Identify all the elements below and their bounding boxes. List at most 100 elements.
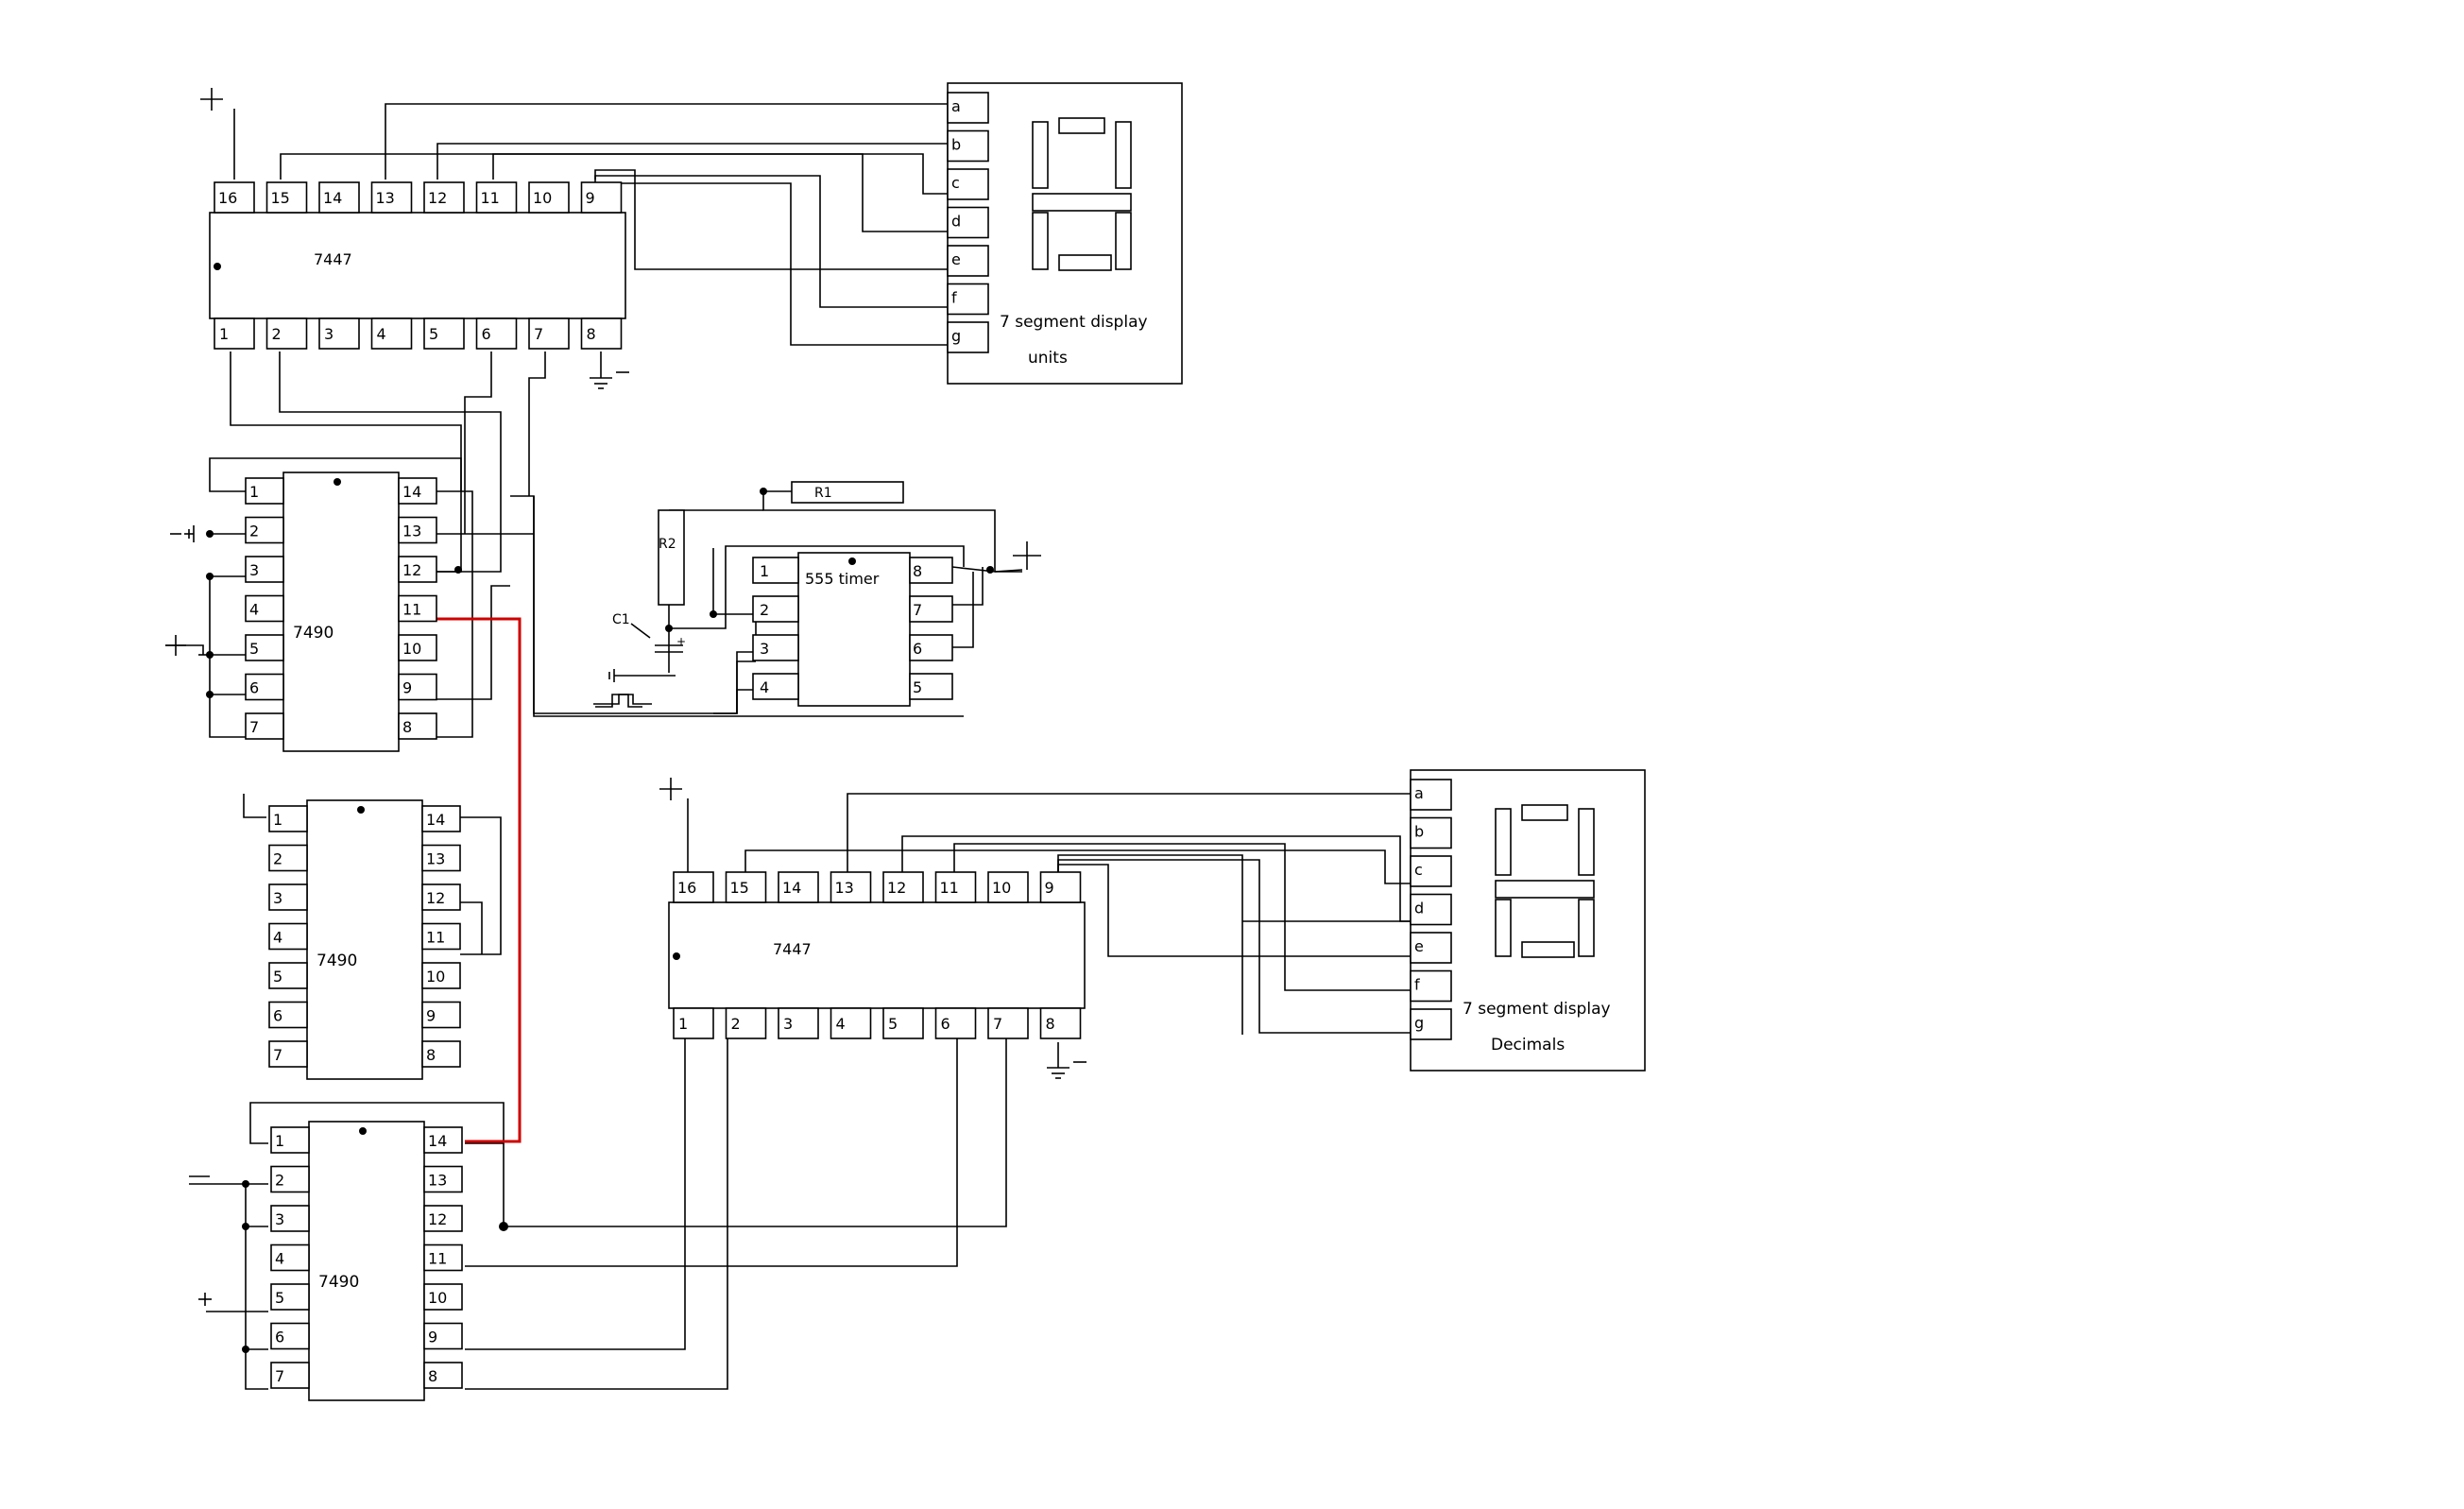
pin-label: 2 — [249, 523, 259, 540]
resistor-r1 — [791, 481, 904, 504]
pin-label: 11 — [426, 929, 445, 947]
pin — [265, 317, 308, 350]
timer-555-label: 555 timer — [805, 570, 880, 588]
pin — [475, 317, 518, 350]
pin-label: 9 — [402, 679, 412, 697]
pin — [270, 1165, 310, 1193]
power-symbols — [165, 88, 1041, 1306]
pin-label: 4 — [377, 325, 386, 343]
pin-label: 10 — [426, 968, 445, 986]
pin — [421, 922, 461, 951]
capacitor-c1-label: C1 — [612, 612, 630, 627]
pin-label: 10 — [992, 879, 1011, 897]
pin — [398, 673, 437, 701]
counter-7490-b-label: 7490 — [317, 952, 357, 970]
pin — [673, 1007, 714, 1039]
pin-label: 10 — [533, 189, 552, 207]
pin-label: 5 — [273, 968, 282, 986]
segment — [1495, 899, 1512, 957]
pin-label: 8 — [426, 1046, 436, 1064]
pin — [830, 1007, 872, 1039]
pin — [245, 673, 284, 701]
pin-label: 9 — [1045, 879, 1054, 897]
segment — [1578, 808, 1595, 876]
pin — [398, 556, 437, 583]
pin-label: 11 — [402, 601, 421, 619]
pin — [370, 317, 413, 350]
pin — [265, 181, 308, 214]
segment — [1058, 117, 1105, 134]
segment-pin-label: e — [1414, 937, 1424, 955]
pin-label: 7 — [993, 1015, 1002, 1033]
seven-segment-display-units-subtitle: units — [1028, 349, 1068, 368]
pin-label: 2 — [731, 1015, 741, 1033]
pin-label: 6 — [275, 1329, 284, 1346]
pin — [245, 556, 284, 583]
segment-pin-label: e — [951, 250, 961, 268]
pin — [268, 883, 308, 911]
pin — [987, 871, 1029, 903]
segment-pin-label: a — [951, 97, 961, 115]
segment-pin — [947, 168, 989, 200]
pin — [421, 1040, 461, 1068]
pin — [778, 871, 819, 903]
segment-pin-label: f — [951, 289, 957, 307]
segment-pin-label: d — [951, 213, 961, 231]
pin-label: 7 — [275, 1367, 284, 1385]
counter-7490-a-label: 7490 — [293, 624, 334, 643]
pin-label: 3 — [324, 325, 334, 343]
pin — [268, 805, 308, 832]
pin-label: 13 — [376, 189, 395, 207]
segment — [1495, 880, 1595, 899]
pin — [245, 516, 284, 544]
pin — [318, 317, 360, 350]
segment — [1032, 212, 1049, 270]
pin — [245, 477, 284, 505]
pin — [528, 181, 570, 214]
pin — [423, 1362, 463, 1389]
pin-label: 8 — [1046, 1015, 1055, 1033]
pin — [398, 516, 437, 544]
pin — [270, 1243, 310, 1272]
pin-label: 14 — [426, 811, 445, 829]
pin — [398, 634, 437, 661]
pin-label: 5 — [275, 1289, 284, 1307]
segment-pin — [947, 92, 989, 124]
pin — [934, 871, 977, 903]
pin-label: 13 — [402, 523, 421, 540]
pin-label: 7 — [249, 718, 259, 736]
pin-label: 15 — [271, 189, 290, 207]
segment-pin-label: f — [1414, 976, 1420, 994]
seven-segment-display-decimals-title: 7 segment display — [1463, 1000, 1611, 1019]
pin — [245, 712, 284, 740]
pin — [909, 557, 953, 584]
resistor-r2-label: R2 — [659, 537, 676, 552]
pin — [830, 871, 872, 903]
segment-pin — [947, 206, 989, 239]
segment — [1521, 804, 1568, 821]
pin — [398, 477, 437, 505]
segment-pin — [1410, 855, 1452, 887]
pin-label: 1 — [273, 811, 282, 829]
segment — [1115, 212, 1132, 270]
pin — [423, 1126, 463, 1154]
pin — [778, 1007, 819, 1039]
pin — [423, 1205, 463, 1232]
capacitor-c1-plus: + — [676, 635, 686, 648]
pin — [423, 1283, 463, 1311]
pin-label: 14 — [323, 189, 342, 207]
pin-label: 11 — [481, 189, 500, 207]
counter-7490-c-body — [308, 1121, 425, 1401]
pin — [725, 871, 767, 903]
pin-label: 10 — [428, 1289, 447, 1307]
pin-label: 7 — [273, 1046, 282, 1064]
segment-pin-label: b — [1414, 823, 1424, 841]
pin — [268, 844, 308, 872]
pin — [421, 883, 461, 911]
pin-label: 10 — [402, 640, 421, 658]
